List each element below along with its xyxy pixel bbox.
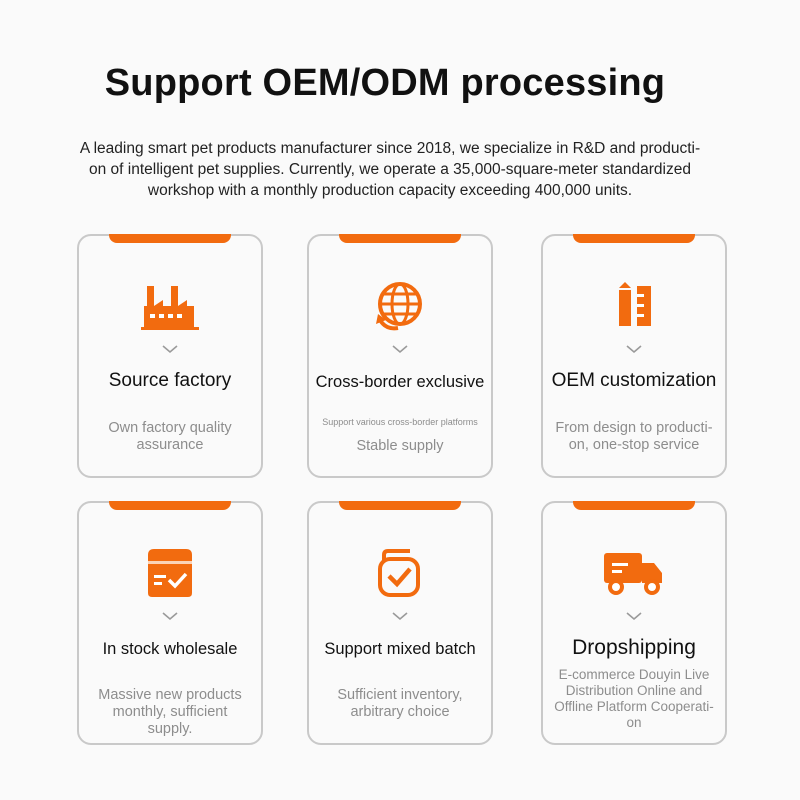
card-title: Source factory [108,370,232,391]
card-title: Cross-border exclusive [315,373,485,391]
feature-card-cross-border: Cross-border exclusive Support various c… [307,234,493,478]
intro-line: workshop with a monthly production capac… [147,182,633,199]
card-accent-bar [109,234,231,243]
card-description: E-commerce Douyin Live Distribution Onli… [547,667,721,731]
card-description-line: Sufficient inventory, [337,687,463,703]
truck-icon [543,547,725,599]
chevron-down-icon [79,611,261,623]
card-title: OEM customization [551,370,717,391]
chevron-down-icon [309,344,491,356]
card-description-line: supply. [147,721,193,737]
card-title: Dropshipping [572,636,696,659]
card-note: Support various cross-border platforms [322,417,478,427]
card-description-line: Offline Platform Cooperati- [554,699,714,714]
page-title: Support OEM/ODM processing [104,62,666,104]
card-description-line: Distribution Online and [565,683,703,698]
chevron-down-icon [79,344,261,356]
feature-card-mixed-batch: Support mixed batch Sufficient inventory… [307,501,493,745]
globe-icon [309,280,491,332]
card-accent-bar [339,501,461,510]
card-description-line: From design to producti- [555,420,713,436]
card-description-line: on, one-stop service [568,437,700,453]
card-description-line: E-commerce Douyin Live [558,667,710,682]
card-description-line: assurance [136,437,204,453]
card-description-line: Massive new products [98,687,242,703]
pencil-ruler-icon [543,280,725,332]
card-description-line: arbitrary choice [350,704,450,720]
intro-line: A leading smart pet products manufacture… [79,140,701,157]
card-description-line: on [626,715,642,730]
card-accent-bar [339,234,461,243]
feature-card-source-factory: Source factory Own factory quality assur… [77,234,263,478]
card-accent-bar [109,501,231,510]
chevron-down-icon [543,344,725,356]
card-description: Own factory quality assurance [89,420,251,454]
card-description-line: Stable supply [356,438,444,454]
card-description: Massive new products monthly, sufficient… [89,687,251,738]
card-description: Sufficient inventory, arbitrary choice [319,687,481,721]
factory-icon [79,280,261,332]
card-description: Support various cross-border platforms S… [319,417,481,455]
chevron-down-icon [309,611,491,623]
card-title: Support mixed batch [324,640,476,658]
card-title: In stock wholesale [102,640,238,658]
card-description-line: Own factory quality [108,420,232,436]
chevron-down-icon [543,611,725,623]
intro-line: on of intelligent pet supplies. Currentl… [89,161,691,178]
card-description: From design to producti- on, one-stop se… [553,420,715,454]
card-accent-bar [573,234,695,243]
feature-card-dropshipping: Dropshipping E-commerce Douyin Live Dist… [541,501,727,745]
box-check-icon [79,547,261,599]
card-accent-bar [573,501,695,510]
feature-card-in-stock-wholesale: In stock wholesale Massive new products … [77,501,263,745]
checklist-icon [309,547,491,599]
card-description-line: monthly, sufficient [112,704,228,720]
intro-paragraph: A leading smart pet products manufacture… [60,138,720,201]
feature-card-oem-customization: OEM customization From design to product… [541,234,727,478]
